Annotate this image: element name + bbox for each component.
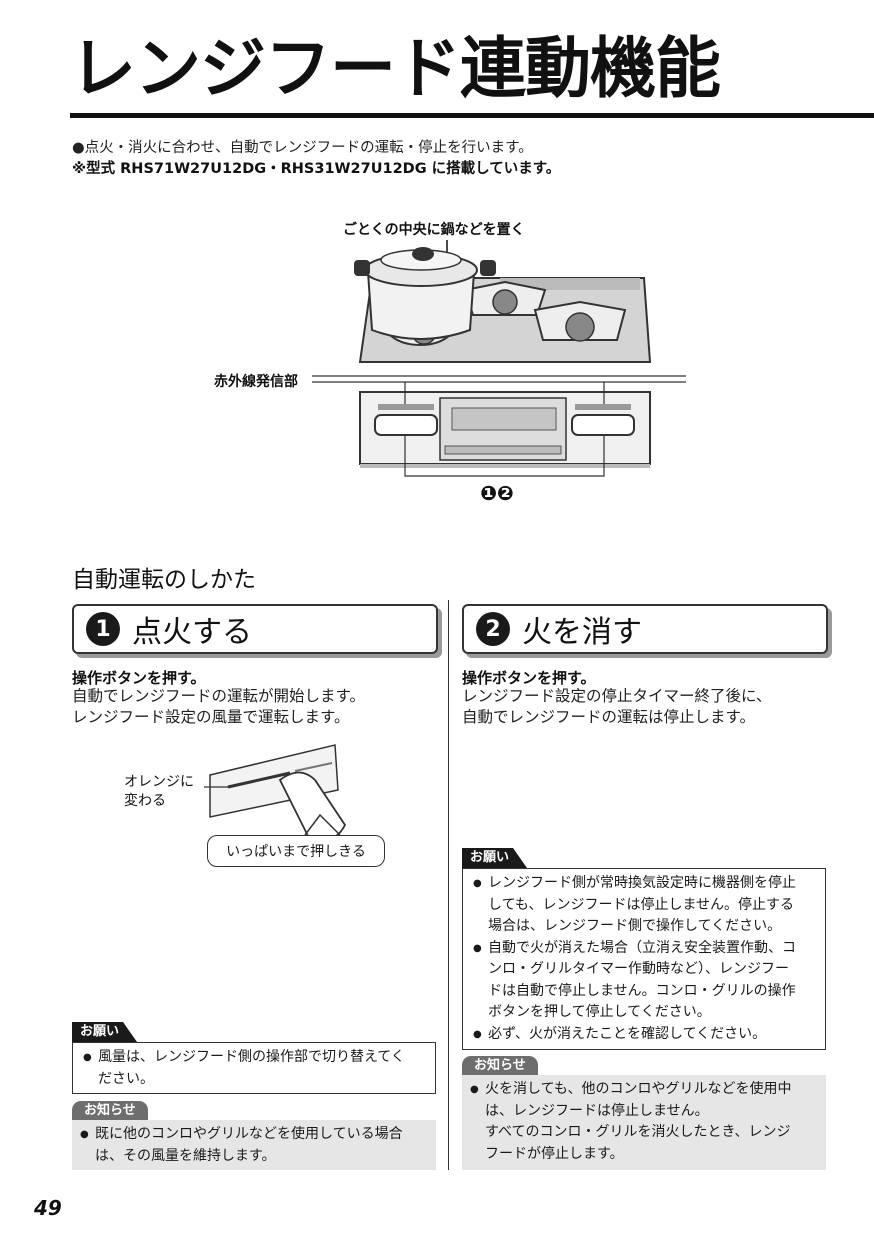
step1-title: 点火する — [132, 615, 252, 650]
step1-oshirase-item-line-2: は、その風量を維持します。 — [95, 1147, 276, 1164]
step1-onegai-item: 風量は、レンジフード側の操作部で切り替えてく ださい。 — [83, 1047, 427, 1090]
section-heading: 自動運転のしかた — [72, 567, 256, 593]
step2-lead: 操作ボタンを押す。 — [462, 669, 596, 687]
pot-callout: ごとくの中央に鍋などを置く — [343, 221, 525, 238]
step1-text-2: レンジフード設定の風量で運転します。 — [72, 708, 350, 726]
orange-label-line-2: 変わる — [124, 793, 166, 809]
step2-onegai-item-3: 必ず、火が消えたことを確認してください。 — [473, 1024, 817, 1046]
intro-line-2: ※型式 RHS71W27U12DG・RHS31W27U12DG に搭載しています… — [72, 161, 561, 177]
press-fully-label: いっぱいまで押しきる — [207, 835, 385, 867]
step2-oshirase-tag: お知らせ — [462, 1056, 538, 1075]
step2-oshirase-line-2: は、レンジフードは停止しません。 — [485, 1102, 709, 1119]
step2-onegai-item-3-line-1: 必ず、火が消えたことを確認してください。 — [488, 1025, 767, 1042]
step2-onegai-box: レンジフード側が常時換気設定時に機器側を停止 しても、レンジフードは停止しません… — [462, 868, 826, 1050]
step2-text-1: レンジフード設定の停止タイマー終了後に、 — [462, 687, 772, 705]
step2-text-2: 自動でレンジフードの運転は停止します。 — [462, 708, 755, 726]
orange-label-line-1: オレンジに — [124, 774, 194, 790]
step1-number: 1 — [86, 612, 120, 646]
step2-onegai-item-2-line-3: ドは自動で停止しません。コンロ・グリルの操作 — [488, 982, 796, 999]
orange-change-label: オレンジに 変わる — [124, 773, 194, 811]
step2-oshirase-line-1: 火を消しても、他のコンロやグリルなどを使用中 — [485, 1081, 792, 1097]
step1-onegai-tag: お願い — [72, 1022, 137, 1042]
step2-onegai-item-2-line-1: 自動で火が消えた場合（立消え安全装置作動、コ — [488, 939, 796, 956]
step2-onegai-item-1-line-3: 場合は、レンジフード側で操作してください。 — [488, 918, 782, 934]
step1-header: 1 点火する — [72, 604, 438, 654]
step1-oshirase-box: 既に他のコンロやグリルなどを使用している場合 は、その風量を維持します。 — [72, 1120, 436, 1170]
intro-line-1: ●点火・消火に合わせ、自動でレンジフードの運転・停止を行います。 — [72, 140, 533, 156]
step1-onegai-item-line-1: 風量は、レンジフード側の操作部で切り替えてく — [98, 1049, 405, 1065]
step2-onegai-tag: お願い — [462, 848, 527, 868]
step2-header: 2 火を消す — [462, 604, 828, 654]
step1-onegai-item-line-2: ださい。 — [98, 1070, 154, 1087]
step1-oshirase-item: 既に他のコンロやグリルなどを使用している場合 は、その風量を維持します。 — [80, 1124, 428, 1167]
step2-oshirase-item: 火を消しても、他のコンロやグリルなどを使用中 は、レンジフードは停止しません。 — [470, 1079, 818, 1122]
step2-onegai-item-1: レンジフード側が常時換気設定時に機器側を停止 しても、レンジフードは停止しません… — [473, 873, 817, 938]
step2-number: 2 — [476, 612, 510, 646]
press-button-illustration — [204, 744, 347, 842]
step2-oshirase-line-4: フードが停止します。 — [485, 1145, 624, 1162]
step1-oshirase-item-line-1: 既に他のコンロやグリルなどを使用している場合 — [95, 1126, 403, 1142]
step1-oshirase-tag: お知らせ — [72, 1101, 148, 1120]
ir-emitter-label: 赤外線発信部 — [214, 373, 298, 390]
step1-text-1: 自動でレンジフードの運転が開始します。 — [72, 687, 365, 705]
page-title: レンジフード連動機能 — [70, 30, 721, 107]
step2-onegai-item-1-line-2: しても、レンジフードは停止しません。停止する — [488, 896, 795, 913]
step1-lead: 操作ボタンを押す。 — [72, 669, 206, 687]
step2-oshirase-line-3: すべてのコンロ・グリルを消火したとき、レンジ — [485, 1124, 791, 1140]
step2-onegai-item-2-line-4: ボタンを押して停止してください。 — [488, 1004, 711, 1020]
step2-onegai-item-2-line-2: ンロ・グリルタイマー作動時など）、レンジフー — [488, 961, 789, 977]
step2-onegai-item-1-line-1: レンジフード側が常時換気設定時に機器側を停止 — [488, 875, 796, 891]
column-divider — [448, 600, 449, 1170]
step2-title: 火を消す — [522, 615, 642, 650]
step1-onegai-box: 風量は、レンジフード側の操作部で切り替えてく ださい。 — [72, 1042, 436, 1094]
title-underline — [70, 113, 874, 118]
step2-oshirase-box: 火を消しても、他のコンロやグリルなどを使用中 は、レンジフードは停止しません。 … — [462, 1075, 826, 1170]
step2-onegai-item-2: 自動で火が消えた場合（立消え安全装置作動、コ ンロ・グリルタイマー作動時など）、… — [473, 938, 817, 1024]
buttons-reference: ❶❷ — [480, 481, 514, 505]
page-number: 49 — [34, 1196, 62, 1220]
stove-illustration: ごとくの中央に鍋などを置く 赤外線発信部 ❶❷ — [214, 221, 686, 505]
